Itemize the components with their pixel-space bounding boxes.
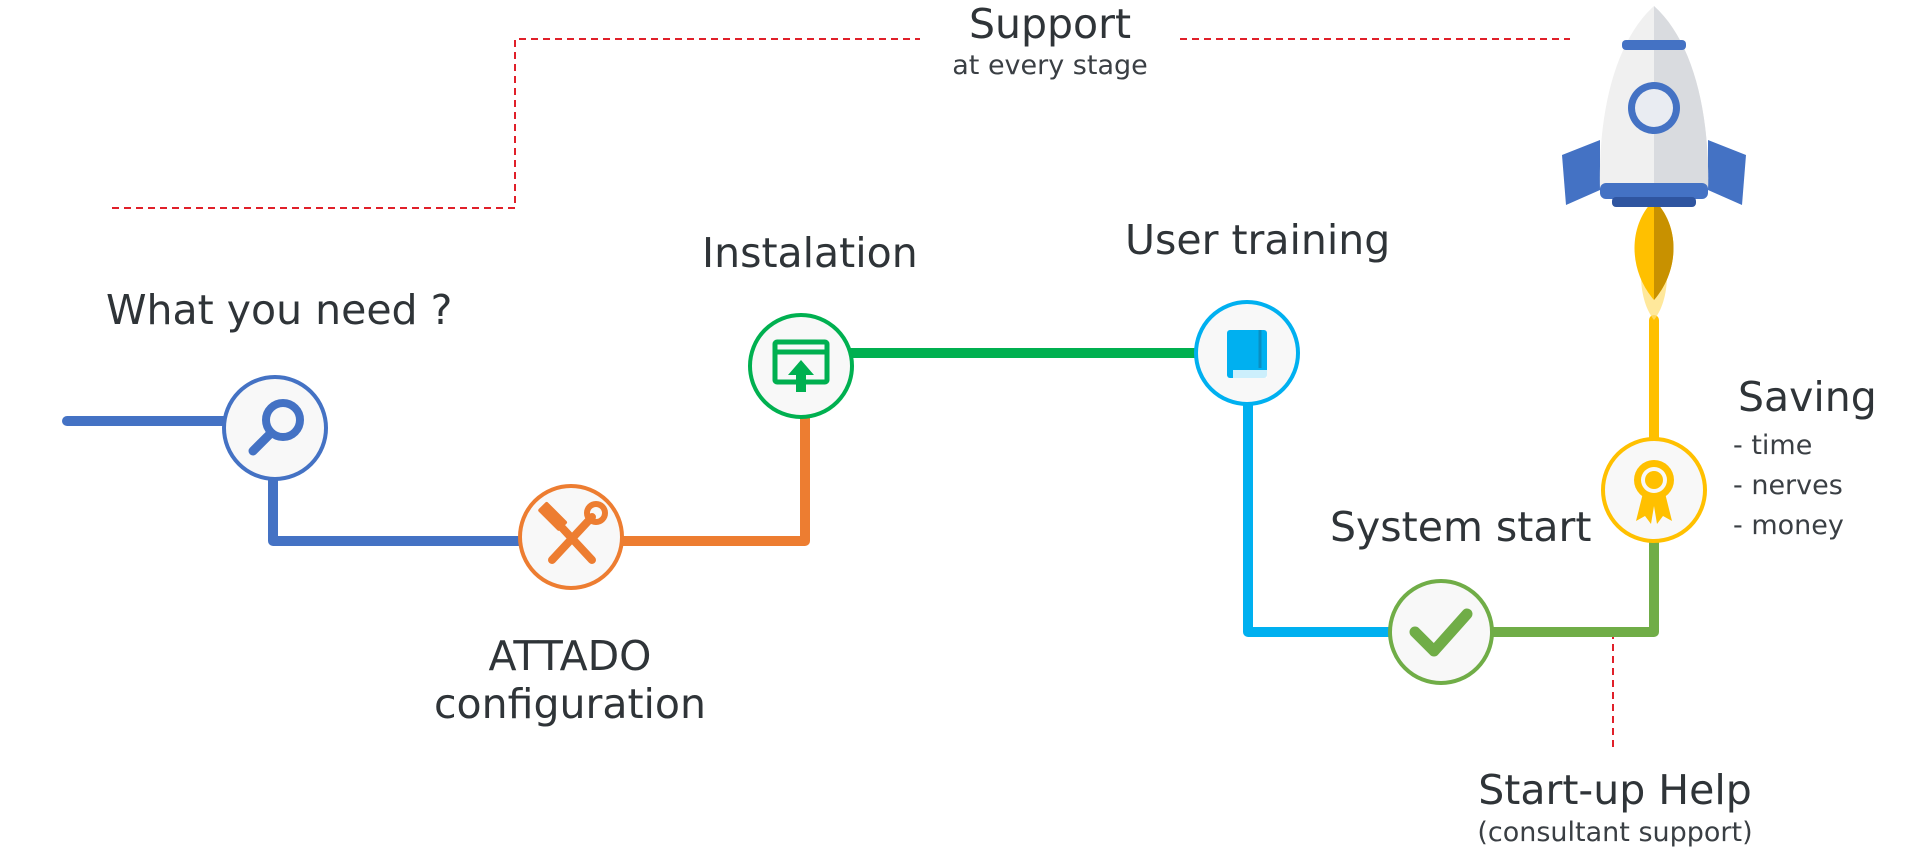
- path-segment-training: [1243, 350, 1445, 637]
- support-subtitle: at every stage: [952, 50, 1148, 81]
- step-label-install: Instalation: [702, 229, 918, 277]
- magnifier-icon: [248, 399, 304, 456]
- saving-item-time: - time: [1733, 430, 1813, 461]
- node-config[interactable]: [518, 484, 624, 590]
- rocket-icon: [1562, 6, 1746, 320]
- node-start[interactable]: [1388, 579, 1494, 685]
- tools-icon: [538, 501, 608, 564]
- checkmark-icon: [1409, 608, 1473, 657]
- startup-help-subtitle: (consultant support): [1477, 817, 1753, 848]
- step-label-need: What you need ?: [106, 286, 453, 334]
- support-title: Support: [968, 0, 1132, 48]
- install-window-icon: [772, 339, 830, 392]
- support-bracket: [112, 38, 1614, 752]
- node-training[interactable]: [1194, 300, 1300, 406]
- step-label-training: User training: [1125, 216, 1391, 264]
- award-medal-icon: [1634, 460, 1674, 524]
- saving-benefits-list: - time - nerves - money: [1733, 426, 1844, 546]
- book-icon: [1227, 330, 1267, 378]
- startup-help-title: Start-up Help: [1478, 766, 1752, 814]
- step-label-saving: Saving: [1738, 373, 1877, 421]
- node-need[interactable]: [222, 375, 328, 481]
- step-label-config-line1: ATTADO: [488, 632, 652, 680]
- saving-item-money: - money: [1733, 510, 1844, 541]
- step-label-config-line2: configuration: [434, 680, 706, 728]
- node-saving[interactable]: [1601, 437, 1707, 543]
- path-segment-need: [62, 416, 572, 546]
- node-install[interactable]: [748, 313, 854, 419]
- step-label-start: System start: [1330, 503, 1592, 551]
- saving-item-nerves: - nerves: [1733, 470, 1843, 501]
